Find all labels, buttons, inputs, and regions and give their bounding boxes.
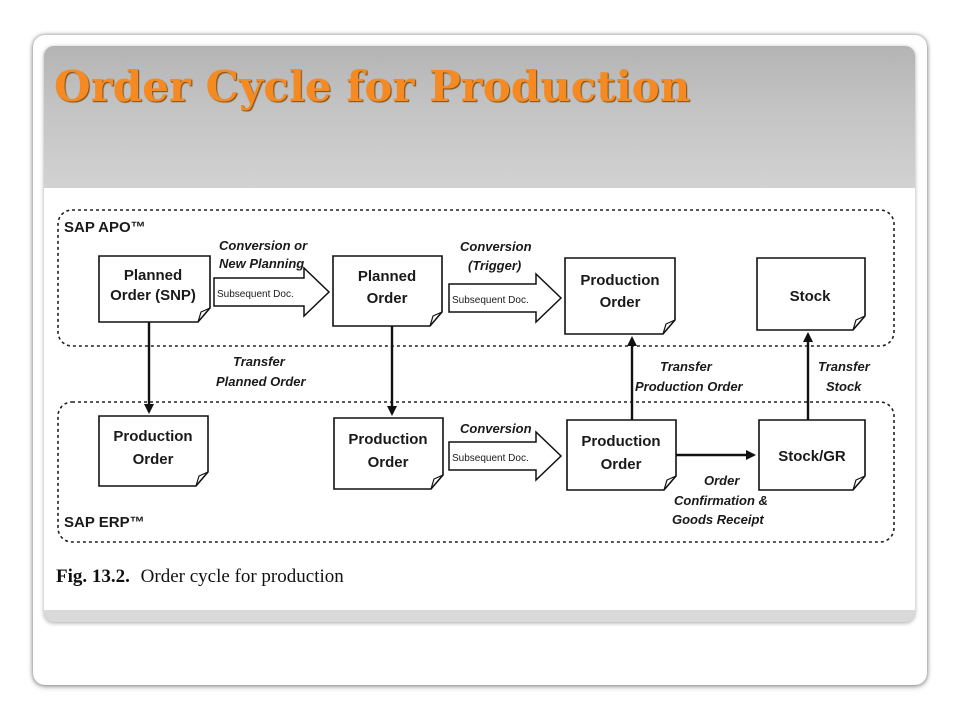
- erp-production-order-box-3: Production Order: [566, 419, 677, 491]
- transfer-stock-label: Transfer: [818, 359, 871, 374]
- erp-box-label: Production: [348, 431, 427, 448]
- slide-panel: Order Cycle for Production SAP APO™ SAP …: [44, 46, 915, 622]
- subsequent-doc-arrow-2: Subsequent Doc.: [448, 272, 563, 324]
- conversion-erp-label: Conversion: [460, 421, 532, 436]
- apo-planned-order-box: Planned Order: [332, 255, 443, 327]
- transfer-production-order-label: Production Order: [635, 379, 744, 394]
- conversion-trigger-label: (Trigger): [468, 258, 521, 273]
- erp-box-label: Production: [113, 428, 192, 445]
- apo-production-order-box: Production Order: [564, 257, 676, 335]
- transfer-planned-order-label: Planned Order: [216, 374, 307, 389]
- erp-region-label: SAP ERP™: [64, 514, 145, 531]
- slide-title: Order Cycle for Production: [54, 62, 691, 111]
- erp-region-frame: [57, 401, 895, 543]
- erp-box-label: Production: [581, 433, 660, 450]
- erp-box-label: Order: [368, 454, 409, 471]
- apo-region-frame: [57, 209, 895, 347]
- apo-box-label: Order (SNP): [110, 287, 196, 304]
- erp-production-order-box-2: Production Order: [333, 417, 444, 490]
- order-confirmation-label: Confirmation &: [674, 493, 768, 508]
- transfer-stock-label: Stock: [826, 379, 862, 394]
- conversion-new-planning-label: Conversion or: [219, 238, 308, 253]
- apo-stock-box: Stock: [756, 257, 866, 331]
- title-band: Order Cycle for Production: [44, 46, 915, 188]
- erp-box-label: Order: [601, 456, 642, 473]
- apo-region-label: SAP APO™: [64, 219, 146, 236]
- order-confirmation-label: Goods Receipt: [672, 512, 764, 527]
- conversion-new-planning-label: New Planning: [219, 256, 304, 271]
- subsequent-doc-label: Subsequent Doc.: [217, 289, 294, 300]
- subsequent-doc-label: Subsequent Doc.: [452, 453, 529, 464]
- order-cycle-diagram: SAP APO™ SAP ERP™ Planned Order (SNP) Pl…: [56, 209, 895, 587]
- erp-stock-gr-box: Stock/GR: [758, 419, 866, 491]
- apo-box-label: Production: [580, 272, 659, 289]
- order-confirmation-label: Order: [704, 473, 740, 488]
- erp-production-order-box-1: Production Order: [98, 415, 209, 487]
- transfer-planned-order-label: Transfer: [233, 354, 286, 369]
- figure-caption-number: Fig. 13.2.: [56, 566, 130, 587]
- apo-box-label: Order: [600, 294, 641, 311]
- figure-caption: Fig. 13.2. Order cycle for production: [56, 566, 344, 587]
- subsequent-doc-arrow-1: Subsequent Doc.: [213, 266, 331, 318]
- subsequent-doc-arrow-3: Subsequent Doc.: [448, 430, 563, 482]
- apo-box-label: Planned: [124, 267, 182, 284]
- apo-planned-order-snp-box: Planned Order (SNP): [98, 255, 211, 323]
- subsequent-doc-label: Subsequent Doc.: [452, 295, 529, 306]
- conversion-trigger-label: Conversion: [460, 239, 532, 254]
- erp-box-label: Stock/GR: [778, 448, 846, 465]
- apo-box-label: Planned: [358, 268, 416, 285]
- apo-box-label: Order: [367, 290, 408, 307]
- erp-box-label: Order: [133, 451, 174, 468]
- apo-box-label: Stock: [790, 288, 832, 305]
- figure-area: SAP APO™ SAP ERP™ Planned Order (SNP) Pl…: [44, 188, 915, 610]
- figure-caption-text: Order cycle for production: [141, 566, 345, 587]
- transfer-production-order-label: Transfer: [660, 359, 713, 374]
